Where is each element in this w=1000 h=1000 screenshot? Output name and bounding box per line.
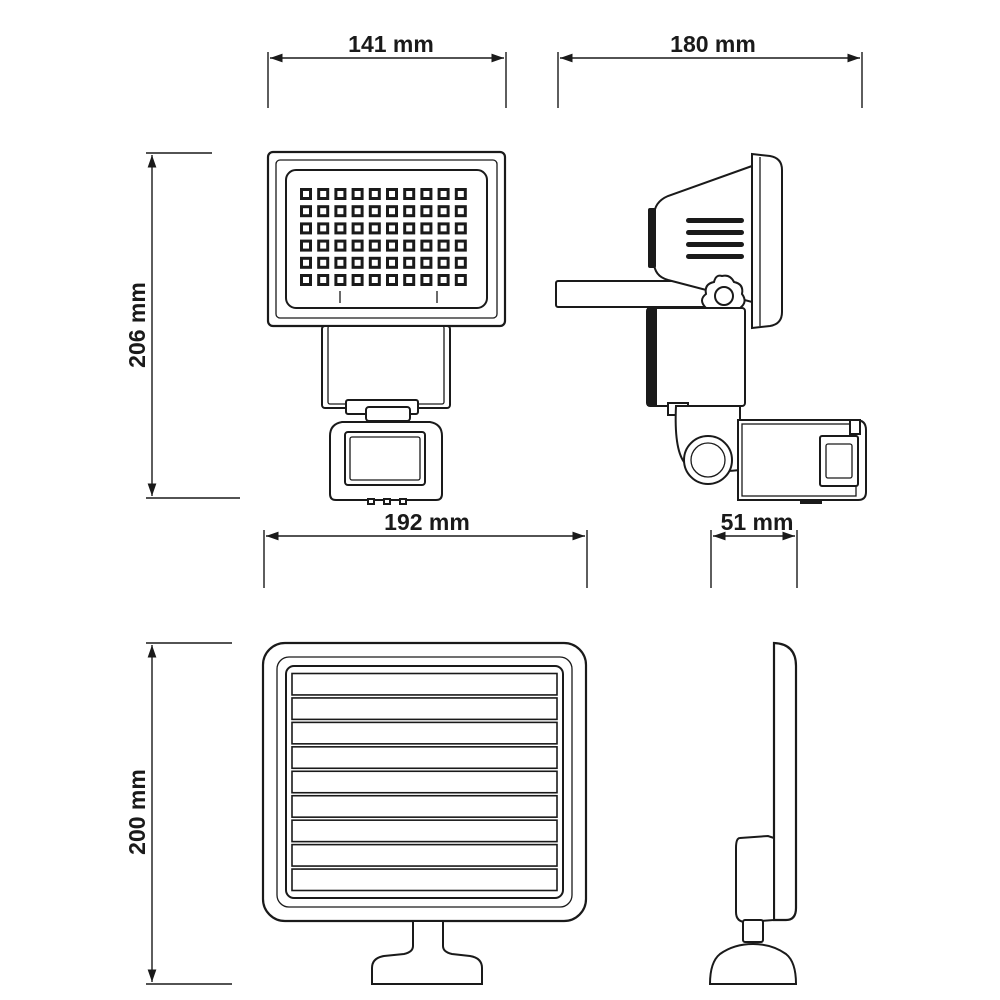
solar-cell-strip (291, 721, 558, 745)
led-lens (440, 208, 447, 215)
led-lens (457, 225, 464, 232)
led-lens (389, 208, 395, 215)
led-lens (337, 259, 344, 266)
dimension-panel-height: 200 mm (124, 642, 232, 985)
lamp-side-view (555, 152, 867, 504)
led-lens (406, 259, 413, 266)
led-lens (354, 225, 361, 232)
led-lens (440, 225, 447, 232)
dimension-lamp-height: 206 mm (124, 152, 240, 499)
lamp-front-view (266, 150, 507, 505)
led-lens (440, 191, 447, 197)
solar-cell-strip (291, 672, 558, 696)
dimension-label-panel-height: 200 mm (124, 769, 150, 855)
led-lens (457, 242, 464, 249)
led-lens (406, 225, 413, 232)
led-lens (457, 259, 464, 266)
solar-cell-strip (291, 843, 558, 867)
led-lens (320, 259, 327, 266)
led-lens (354, 259, 361, 266)
led-lens (371, 225, 378, 232)
led-lens (423, 191, 430, 197)
led-lens (440, 277, 447, 283)
led-lens (320, 208, 327, 215)
led-lens (423, 208, 430, 215)
solar-panel-front-view (261, 641, 588, 985)
led-lens (389, 277, 395, 283)
led-lens (406, 208, 413, 215)
dimension-label-lamp-depth: 180 mm (670, 31, 756, 57)
led-lens (354, 242, 361, 249)
led-lens (406, 242, 413, 249)
led-lens (371, 191, 378, 197)
led-lens (406, 277, 413, 283)
dimension-lamp-width: 141 mm (267, 31, 507, 108)
dimension-label-lamp-height: 206 mm (124, 282, 150, 368)
led-lens (423, 225, 430, 232)
led-lens (423, 277, 430, 283)
solar-panel-side-view (708, 641, 798, 985)
led-lens (303, 259, 309, 266)
led-lens (389, 259, 395, 266)
led-lens (389, 225, 395, 232)
led-lens (303, 242, 309, 249)
led-lens (303, 191, 309, 197)
led-lens (406, 191, 413, 197)
led-lens (337, 208, 344, 215)
led-lens (423, 259, 430, 266)
led-lens (457, 208, 464, 215)
solar-cell-strip (291, 770, 558, 794)
led-lens (303, 225, 309, 232)
dimension-label-sensor-width: 192 mm (384, 509, 470, 535)
dimension-sensor-depth: 51 mm (710, 509, 798, 588)
led-lens (354, 191, 361, 197)
led-grid (300, 188, 467, 286)
led-lens (337, 225, 344, 232)
led-lens (457, 277, 464, 283)
dimension-label-sensor-depth: 51 mm (721, 509, 794, 535)
led-lens (337, 277, 344, 283)
solar-cell-strip (291, 819, 558, 843)
led-lens (440, 259, 447, 266)
led-lens (320, 242, 327, 249)
solar-cell-strip (291, 794, 558, 818)
led-lens (389, 191, 395, 197)
led-lens (440, 242, 447, 249)
solar-cell-strip (291, 746, 558, 770)
led-lens (303, 208, 309, 215)
led-lens (371, 208, 378, 215)
led-lens (354, 277, 361, 283)
dimension-sensor-width: 192 mm (263, 509, 588, 588)
led-lens (457, 191, 464, 197)
solar-cell-strip (291, 697, 558, 721)
led-lens (423, 242, 430, 249)
led-lens (303, 277, 309, 283)
solar-cell-grid (291, 672, 558, 892)
led-lens (320, 225, 327, 232)
led-lens (354, 208, 361, 215)
led-lens (371, 277, 378, 283)
dimension-label-lamp-width: 141 mm (348, 31, 434, 57)
led-lens (337, 242, 344, 249)
led-lens (371, 259, 378, 266)
led-lens (389, 242, 395, 249)
led-lens (320, 277, 327, 283)
solar-cell-strip (291, 868, 558, 892)
led-lens (337, 191, 344, 197)
dimension-lamp-depth: 180 mm (557, 31, 863, 108)
led-lens (371, 242, 378, 249)
led-lens (320, 191, 327, 197)
